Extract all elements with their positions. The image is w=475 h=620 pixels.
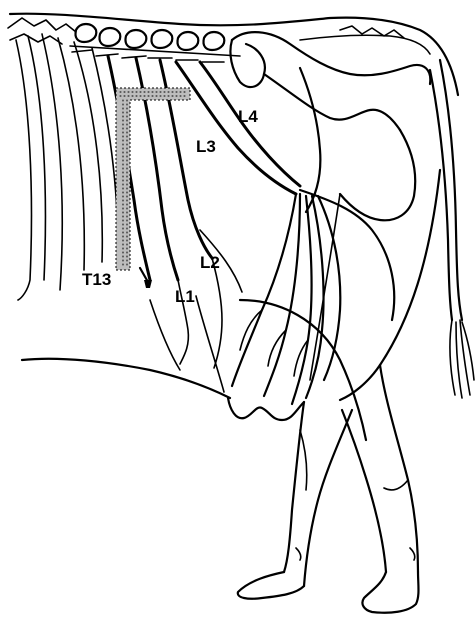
label-l1: L1: [175, 287, 195, 306]
body-outline: [10, 14, 474, 613]
vertebral-column: [8, 18, 430, 220]
label-l2: L2: [200, 253, 220, 272]
ribs: [16, 34, 118, 300]
label-l3: L3: [196, 137, 216, 156]
anesthesia-block-area: [116, 88, 190, 288]
nerve-labels: T13 L1 L2 L3 L4: [82, 107, 258, 306]
label-t13: T13: [82, 270, 111, 289]
nerve-l3: [176, 62, 296, 194]
label-l4: L4: [238, 107, 258, 126]
